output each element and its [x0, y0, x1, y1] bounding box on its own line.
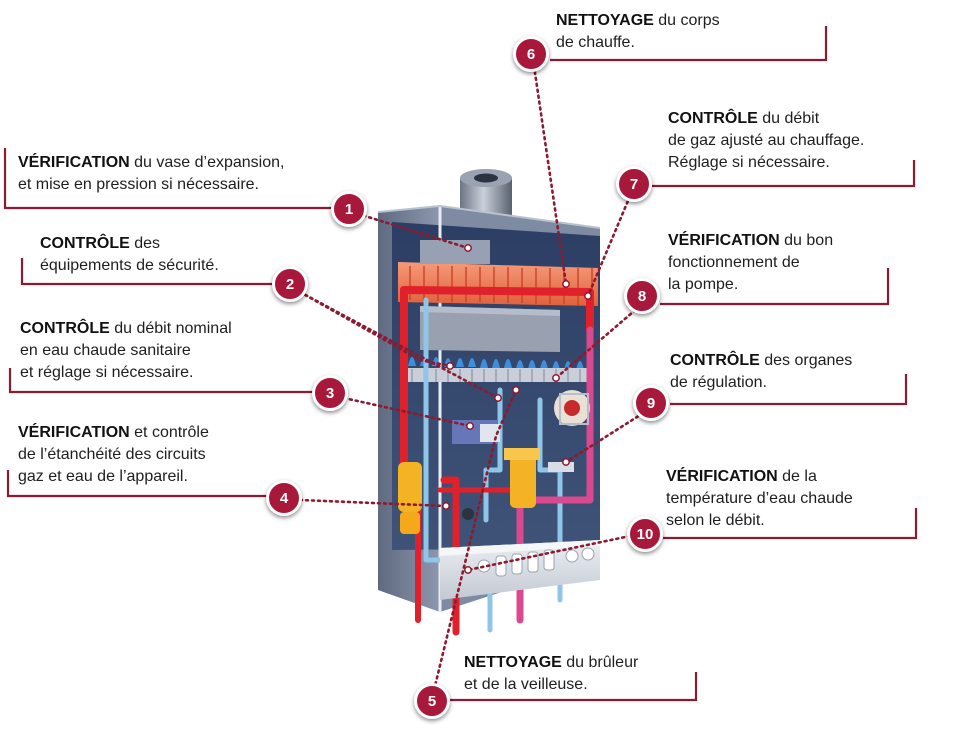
callout-4-line3: gaz et eau de l’appareil.: [18, 468, 188, 485]
callout-1-line1: du vase d’expansion,: [129, 154, 285, 171]
badge-7: 7: [616, 166, 652, 202]
callout-5-line2: et de la veilleuse.: [464, 676, 588, 693]
callout-5-keyword: NETTOYAGE: [464, 654, 562, 671]
leader-end-10: [464, 566, 472, 574]
callout-2-line2: équipements de sécurité.: [40, 257, 219, 274]
callout-10-line3: selon le débit.: [666, 512, 765, 529]
combustion-chamber: [420, 306, 560, 352]
callout-frame-3: [8, 368, 315, 394]
badge-5: 5: [414, 683, 450, 719]
callout-7-line2: de gaz ajusté au chauffage.: [668, 132, 865, 149]
callout-6-line2: de chauffe.: [556, 34, 635, 51]
callout-frame-1: [3, 148, 335, 210]
leader-end-8: [552, 374, 560, 382]
leader-line-4: [298, 498, 448, 508]
callout-1-line2: et mise en pression si nécessaire.: [18, 176, 259, 193]
callout-3-line2: en eau chaude sanitaire: [20, 342, 191, 359]
callout-2-line1: des: [129, 235, 161, 252]
control-panel: [440, 540, 600, 600]
callout-8-line3: la pompe.: [668, 276, 739, 293]
badge-8: 8: [624, 278, 660, 314]
callout-7-line1: du débit: [757, 110, 820, 127]
badge-6: 6: [513, 36, 549, 72]
callout-2-text: CONTRÔLE des équipements de sécurité.: [40, 233, 219, 277]
callout-frame-7: [652, 160, 916, 188]
leader-end-2b: [494, 394, 502, 402]
badge-2: 2: [272, 266, 308, 302]
callout-1-text: VÉRIFICATION du vase d’expansion, et mis…: [18, 152, 284, 196]
callout-6-line1: du corps: [653, 12, 720, 29]
callout-5-text: NETTOYAGE du brûleur et de la veilleuse.: [464, 652, 638, 696]
callout-4-text: VÉRIFICATION et contrôle de l’étanchéité…: [18, 422, 209, 488]
callout-10-text: VÉRIFICATION de la température d’eau cha…: [666, 466, 853, 532]
callout-frame-8: [660, 268, 890, 306]
badge-10: 10: [627, 516, 663, 552]
callout-7-keyword: CONTRÔLE: [668, 110, 758, 127]
components: [398, 390, 590, 534]
badge-3: 3: [312, 375, 348, 411]
leader-line-5: [432, 388, 518, 692]
callout-10-line1: de la: [777, 468, 817, 485]
leader-line-3: [342, 396, 472, 428]
leader-line-9: [564, 408, 650, 464]
callout-frame-4: [6, 470, 270, 498]
callout-3-line3: et réglage si nécessaire.: [20, 364, 194, 381]
leader-end-3: [466, 422, 474, 430]
callout-5-line1: du brûleur: [561, 654, 639, 671]
callout-3-line1: du débit nominal: [109, 320, 232, 337]
callout-8-text: VÉRIFICATION du bon fonctionnement de la…: [668, 230, 833, 296]
callout-8-line2: fonctionnement de: [668, 254, 800, 271]
leader-end-4: [442, 502, 450, 510]
leader-line-2: [298, 290, 452, 368]
callout-7-text: CONTRÔLE du débit de gaz ajusté au chauf…: [668, 108, 864, 174]
leader-end-7: [584, 292, 592, 300]
callout-8-line1: du bon: [779, 232, 834, 249]
callout-9-line1: des organes: [759, 352, 853, 369]
callout-3-text: CONTRÔLE du débit nominal en eau chaude …: [20, 318, 232, 384]
leader-line-1: [350, 210, 470, 250]
callout-2-keyword: CONTRÔLE: [40, 235, 130, 252]
callout-10-keyword: VÉRIFICATION: [666, 468, 778, 485]
callout-3-keyword: CONTRÔLE: [20, 320, 110, 337]
callout-9-line2: de régulation.: [670, 374, 767, 391]
callout-8-keyword: VÉRIFICATION: [668, 232, 780, 249]
badge-4: 4: [266, 480, 302, 516]
leader-line-8: [554, 304, 642, 380]
callout-6-text: NETTOYAGE du corps de chauffe.: [556, 10, 720, 54]
callout-frame-6: [550, 26, 828, 62]
leader-line-6: [532, 64, 568, 286]
callout-4-keyword: VÉRIFICATION: [18, 424, 130, 441]
callout-9-text: CONTRÔLE des organes de régulation.: [670, 350, 852, 394]
leader-line-10: [466, 534, 632, 572]
callout-4-line1: et contrôle: [129, 424, 209, 441]
callout-10-line2: température d’eau chaude: [666, 490, 853, 507]
leader-end-5: [512, 386, 520, 394]
callout-9-keyword: CONTRÔLE: [670, 352, 760, 369]
callout-6-keyword: NETTOYAGE: [556, 12, 654, 29]
leader-end-9: [562, 458, 570, 466]
callout-frame-5: [450, 672, 698, 702]
callout-frame-10: [663, 508, 918, 540]
leader-end-1: [464, 244, 472, 252]
leader-line-7: [586, 194, 632, 298]
badge-1: 1: [331, 191, 367, 227]
leader-end-6: [562, 280, 570, 288]
callout-4-line2: de l’étanchéité des circuits: [18, 446, 206, 463]
badge-9: 9: [633, 385, 669, 421]
callout-frame-2: [20, 258, 275, 286]
leader-end-2: [446, 362, 454, 370]
callout-7-line3: Réglage si nécessaire.: [668, 154, 830, 171]
leader-line-2b: [298, 290, 500, 400]
callout-frame-9: [670, 374, 908, 406]
callout-1-keyword: VÉRIFICATION: [18, 154, 130, 171]
